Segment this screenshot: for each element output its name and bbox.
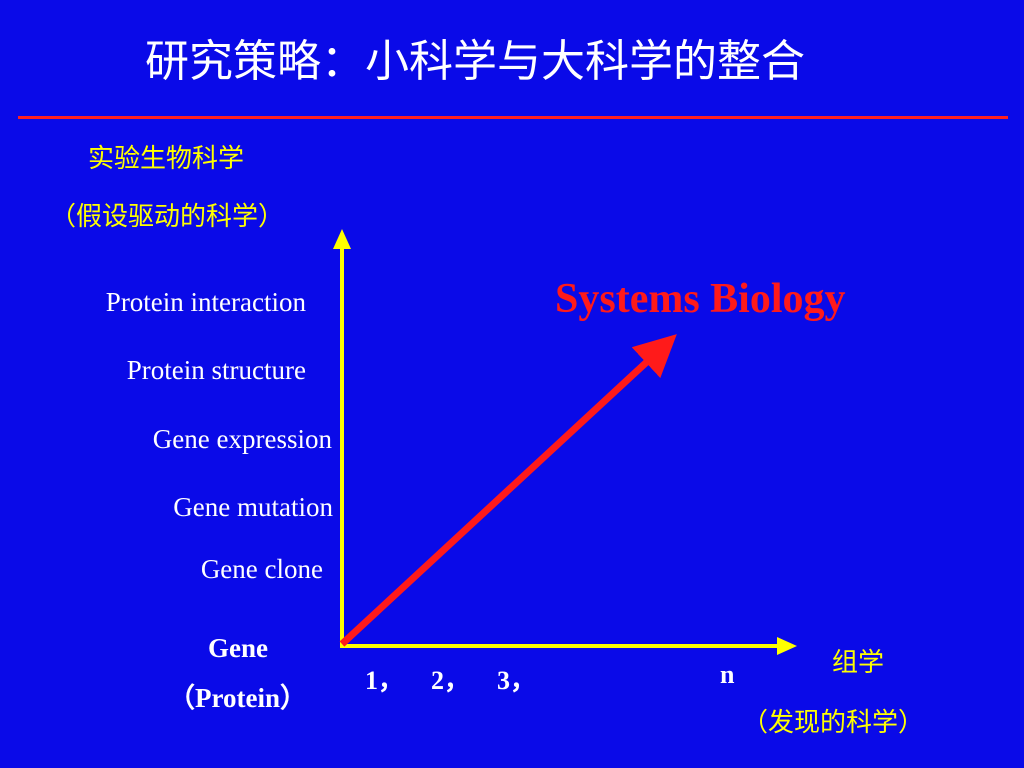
x-tick-2: 2， <box>431 666 471 695</box>
systems-biology-arrow <box>339 334 677 647</box>
x-tick-3: 3， <box>497 666 537 695</box>
y-axis-label-line1: 实验生物科学 <box>88 144 245 174</box>
origin-label-protein: （Protein） <box>168 683 307 713</box>
level-protein-structure: Protein structure <box>126 355 306 385</box>
slide-title: 研究策略：小科学与大科学的整合 <box>145 36 805 87</box>
y-axis-label-line2: （假设驱动的科学） <box>50 202 285 232</box>
origin-label-gene: Gene <box>208 633 268 663</box>
level-gene-expression: Gene expression <box>152 424 332 454</box>
level-gene-mutation: Gene mutation <box>173 492 333 522</box>
systems-biology-label: Systems Biology <box>555 276 846 322</box>
x-tick-n: n <box>720 660 735 689</box>
level-protein-interaction: Protein interaction <box>105 287 306 317</box>
x-axis-label-line2: （发现的科学） <box>742 708 925 738</box>
title-divider <box>18 116 1008 119</box>
x-axis-label-line1: 组学 <box>832 648 885 678</box>
level-gene-clone: Gene clone <box>200 554 323 584</box>
x-axis-arrowhead <box>777 637 797 655</box>
x-tick-1: 1， <box>365 666 405 695</box>
y-axis-arrowhead <box>333 229 351 249</box>
